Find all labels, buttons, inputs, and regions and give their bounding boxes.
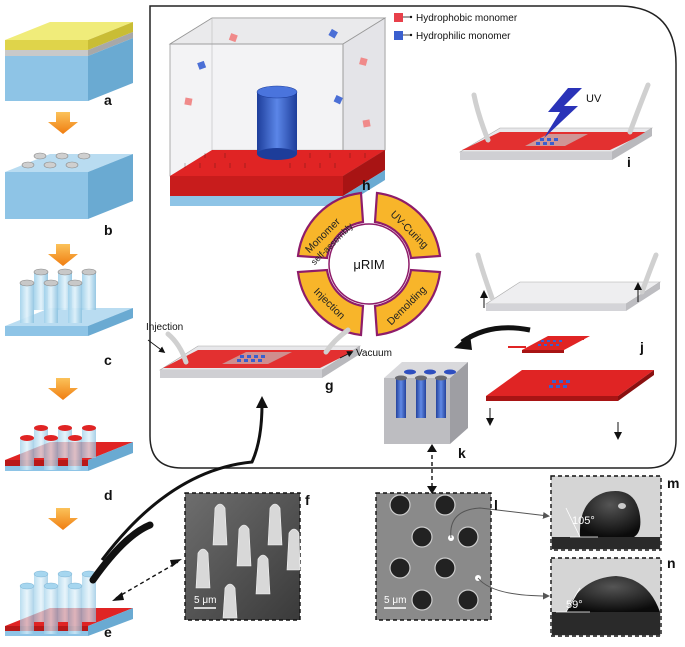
panel-label-j: j [639,339,644,355]
panel-label-h: h [362,177,371,193]
legend-hydrophilic-label: Hydrophilic monomer [416,31,511,42]
vacuum-label: Vacuum [356,348,392,359]
cycle-center-label: μRIM [353,257,384,272]
legend-hydrophobic-swatch [394,13,403,22]
panel-f-sem: 5 μm [184,492,301,621]
scale-bar-f: 5 μm [194,595,216,606]
hydrophilic-pillar [257,92,297,154]
demold-arrow [460,325,531,345]
process-arrows [48,112,78,530]
panel-label-k: k [458,445,466,461]
panel-k [384,362,468,444]
panel-label-f: f [305,492,310,508]
panel-labels: a b c d e f g h i j k l m n [104,92,679,640]
panel-label-e: e [104,624,112,640]
panel-label-g: g [325,377,334,393]
panel-d [5,425,133,471]
process-cycle: μRIM Monomer self-assembly UV-Curing Dem… [296,191,442,337]
angle-label-n: 59° [566,599,583,611]
panel-label-c: c [104,352,112,368]
legend: Hydrophobic monomer Hydrophilic monomer [394,13,518,42]
angle-label-m: 105° [572,515,595,527]
panel-g: Injection Vacuum [146,322,392,378]
panel-j [475,252,662,440]
water-droplet-low [566,576,660,612]
arrow-a-b [48,112,78,134]
uv-bolt-icon [544,88,582,138]
arrow-d-e [48,508,78,530]
panel-h-box [168,17,387,206]
link-e-f-dashed [115,561,179,599]
panel-e [5,570,133,636]
panel-label-l: l [494,497,498,513]
panel-label-a: a [104,92,112,108]
link-e-g-arrow [100,403,264,561]
uv-label: UV [586,93,602,105]
panel-label-b: b [104,222,113,238]
panel-l-sem: 5 μm [375,492,492,621]
panel-label-i: i [627,154,631,170]
legend-hydrophobic-label: Hydrophobic monomer [416,13,518,24]
panel-c [5,268,133,336]
panel-b [5,152,133,219]
panel-a [5,22,133,101]
arrow-c-d [48,378,78,400]
panel-label-n: n [667,555,676,571]
scale-bar-l: 5 μm [384,595,406,606]
panel-i: UV [458,82,654,160]
panel-label-m: m [667,475,679,491]
injection-label: Injection [146,322,183,333]
panel-m-contact-angle: 105° [550,475,662,551]
water-droplet-high [579,491,641,537]
legend-hydrophilic-swatch [394,31,403,40]
main-frame [149,5,677,469]
panel-n-contact-angle: 59° [550,557,662,637]
floating-monomers [184,28,371,128]
arrow-b-c [48,244,78,266]
panel-label-d: d [104,487,113,503]
